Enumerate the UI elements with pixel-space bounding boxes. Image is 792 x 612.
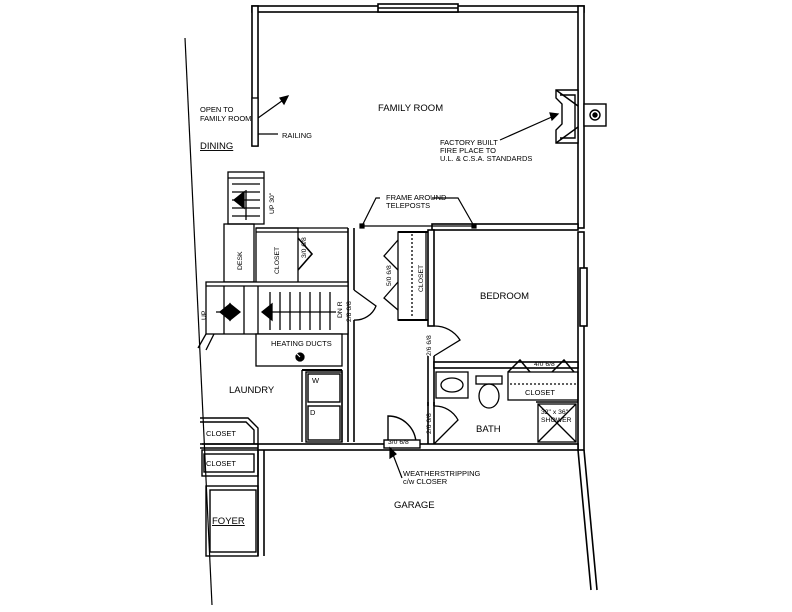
open-to-label-1: OPEN TO xyxy=(200,105,234,114)
washer-label: W xyxy=(312,376,320,385)
shower-label-1: 32" x 36" xyxy=(541,409,569,416)
bedroom-closet xyxy=(383,231,428,321)
shower-label-2: SHOWER xyxy=(541,417,572,424)
bedroom-closet-label: CLOSET xyxy=(418,265,425,292)
up-30-label: UP 30" xyxy=(269,192,276,214)
dryer-label: D xyxy=(310,408,316,417)
frame-label-1: FRAME AROUND xyxy=(386,193,447,202)
garage-door-label: 3/0 6/8 xyxy=(388,439,409,446)
stair-dnr-label: DN R xyxy=(337,301,344,318)
fireplace-label-1: FACTORY BUILT xyxy=(440,138,498,147)
laundry-appliances xyxy=(301,369,343,443)
left-closets xyxy=(200,417,259,557)
bath-closet-door-label: 4/0 6/8 xyxy=(534,361,555,368)
bath-closet-label: CLOSET xyxy=(525,388,555,397)
stair-closet-label: CLOSET xyxy=(274,247,281,274)
railing-label: RAILING xyxy=(282,131,312,140)
garage-door xyxy=(383,415,421,449)
up-left-label: UP xyxy=(201,310,208,320)
frame-label-2: TELEPOSTS xyxy=(386,201,430,210)
room-dining: DINING xyxy=(200,141,233,152)
closet-lower-label: CLOSET xyxy=(206,459,236,468)
weather-label-1: WEATHERSTRIPPING xyxy=(403,469,481,478)
weather-label-2: c/w CLOSER xyxy=(403,477,448,486)
room-family-room: FAMILY ROOM xyxy=(378,103,443,114)
open-to-label-2: FAMILY ROOM xyxy=(200,114,251,123)
heating-ducts-label: HEATING DUCTS xyxy=(271,339,332,348)
bath-door-label: 2/6 6/8 xyxy=(426,413,433,434)
fireplace-label-2: FIRE PLACE TO xyxy=(440,146,496,155)
closet-upper-label: CLOSET xyxy=(206,429,236,438)
fireplace-label-3: U.L. & C.S.A. STANDARDS xyxy=(440,154,532,163)
fireplace xyxy=(555,89,607,144)
stairs-area xyxy=(197,97,377,367)
bedroom-door-label: 2/6 6/8 xyxy=(426,335,433,356)
exterior-walls xyxy=(184,3,598,606)
room-bath: BATH xyxy=(476,424,501,435)
stair-closet-door-label: 3/0 6/8 xyxy=(301,237,308,258)
stair-door-label: 2/8 6/8 xyxy=(346,301,353,322)
room-bedroom: BEDROOM xyxy=(480,291,529,302)
bath-fixtures xyxy=(433,325,579,445)
desk-label: DESK xyxy=(237,251,244,270)
leaders xyxy=(257,95,560,479)
room-foyer: FOYER xyxy=(212,516,245,527)
room-garage: GARAGE xyxy=(394,500,435,511)
bedroom-closet-door-label: 5/0 6/8 xyxy=(386,265,393,286)
room-laundry: LAUNDRY xyxy=(229,385,275,396)
